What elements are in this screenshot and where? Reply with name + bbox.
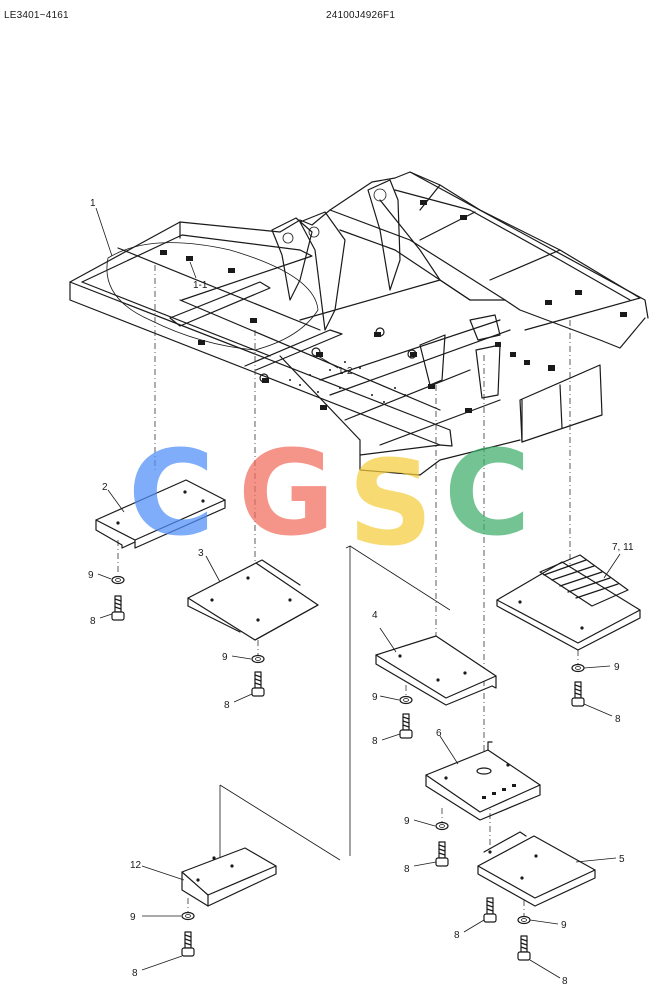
label-washer-9: 9 bbox=[130, 912, 136, 923]
label-bolt-8: 8 bbox=[132, 968, 138, 979]
label-washer-9: 9 bbox=[88, 570, 94, 581]
label-part-1-1: 1-1 bbox=[193, 280, 208, 291]
cover-plate-5 bbox=[477, 831, 596, 907]
label-washer-9: 9 bbox=[561, 920, 567, 931]
label-part-6: 6 bbox=[436, 728, 442, 739]
step-plate-7-11 bbox=[496, 554, 641, 651]
label-part-5: 5 bbox=[619, 854, 625, 865]
watermark-letter-c2: C bbox=[444, 424, 531, 562]
label-bolt-8: 8 bbox=[90, 616, 96, 627]
label-part-2: 2 bbox=[102, 482, 108, 493]
label-washer-9: 9 bbox=[372, 692, 378, 703]
cover-plate-3 bbox=[187, 559, 319, 641]
watermark-letter-s: S bbox=[348, 434, 433, 572]
model-range-text: LE3401~4161 bbox=[4, 10, 69, 21]
washers bbox=[111, 575, 585, 925]
label-part-12: 12 bbox=[130, 860, 142, 871]
label-washer-9: 9 bbox=[222, 652, 228, 663]
leader-lines bbox=[95, 207, 621, 979]
part-labels: 1 1-1 1-2 2 3 4 6 7, 11 5 12 9 9 9 9 9 9… bbox=[88, 198, 634, 987]
label-bolt-8: 8 bbox=[404, 864, 410, 875]
cover-plate-12 bbox=[181, 847, 277, 907]
cover-plate-2 bbox=[95, 479, 226, 549]
main-frame bbox=[69, 171, 649, 476]
drawing-number-text: 24100J4926F1 bbox=[326, 10, 396, 21]
watermark-letter-g: G bbox=[238, 424, 335, 562]
label-part-1-2: 1-2 bbox=[338, 366, 353, 377]
label-part-1: 1 bbox=[90, 198, 96, 209]
label-washer-9: 9 bbox=[404, 816, 410, 827]
label-bolt-8: 8 bbox=[615, 714, 621, 725]
watermark-letter-c1: C bbox=[128, 424, 215, 562]
label-bolt-8: 8 bbox=[224, 700, 230, 711]
assembly-center-lines bbox=[117, 265, 579, 920]
cover-plate-6 bbox=[425, 741, 541, 821]
cover-plate-4 bbox=[375, 635, 497, 706]
label-part-4: 4 bbox=[372, 610, 378, 621]
label-bolt-8: 8 bbox=[372, 736, 378, 747]
label-part-7-11: 7, 11 bbox=[612, 542, 634, 553]
label-washer-9: 9 bbox=[614, 662, 620, 673]
label-bolt-8: 8 bbox=[562, 976, 568, 987]
label-part-3: 3 bbox=[198, 548, 204, 559]
label-bolt-8: 8 bbox=[454, 930, 460, 941]
cgsc-watermark: C G S C bbox=[128, 424, 531, 572]
bolts bbox=[111, 595, 585, 961]
